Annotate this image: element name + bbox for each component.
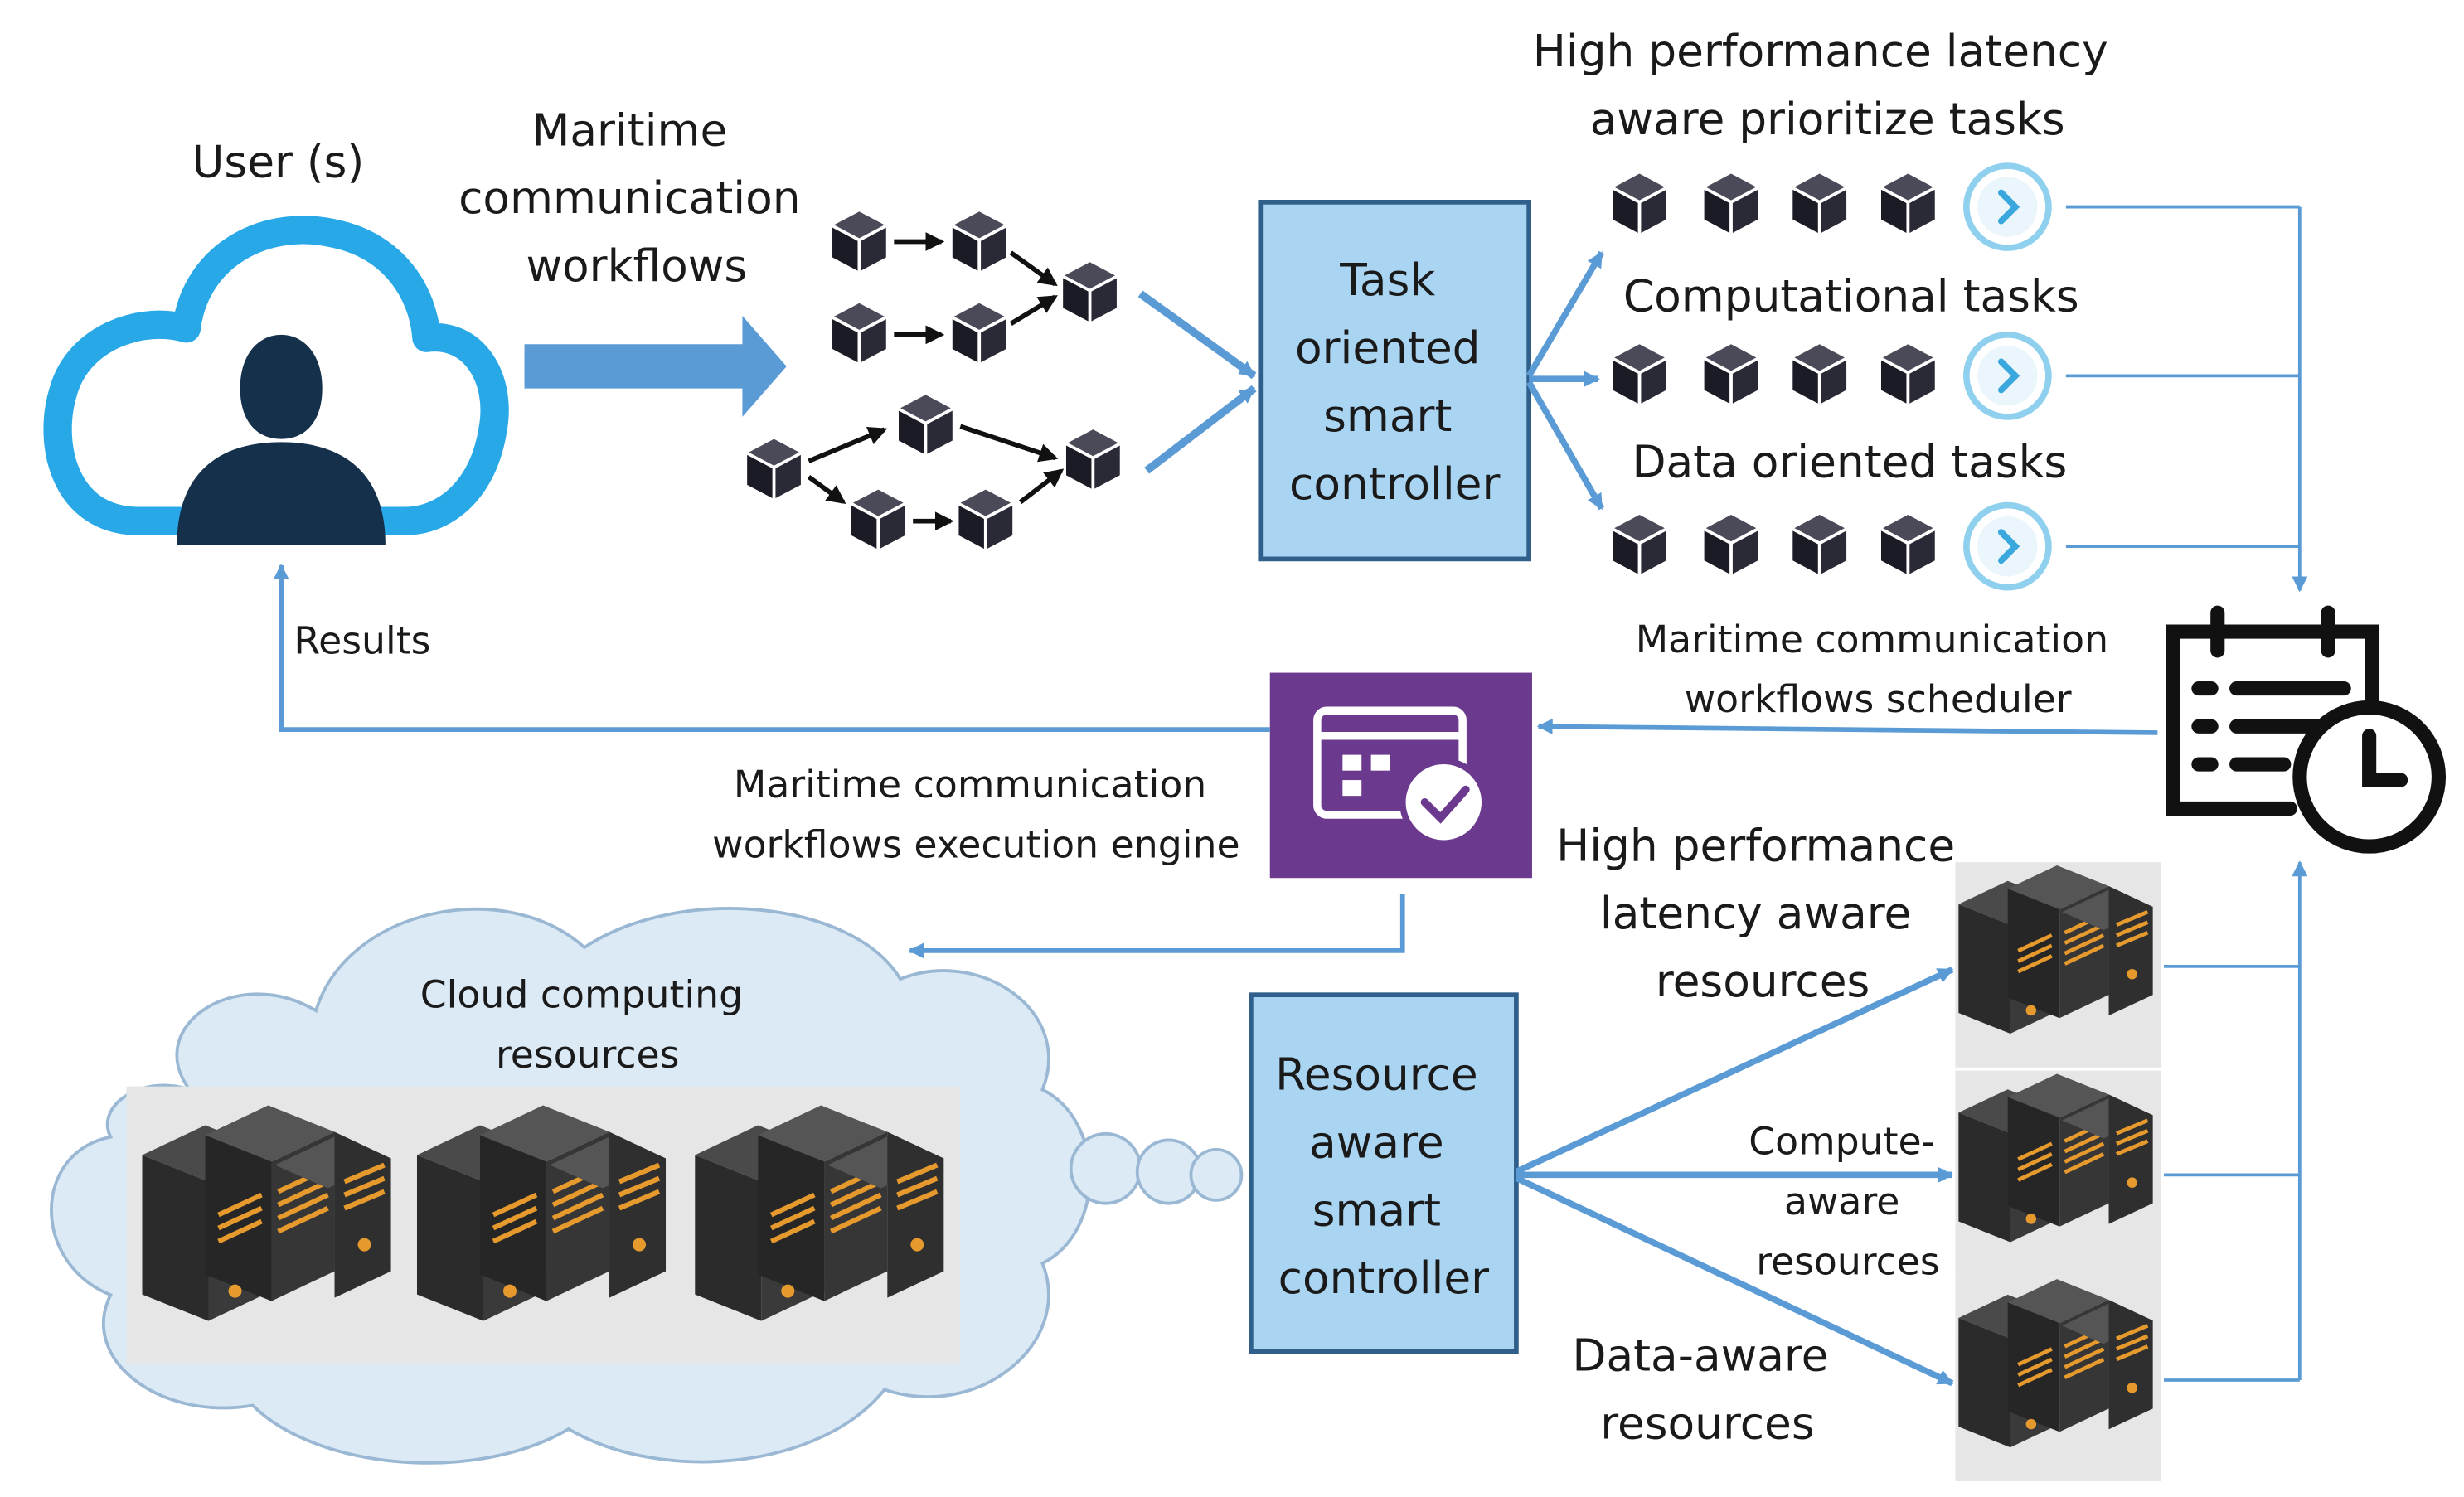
resource-controller-to-group-arrow xyxy=(1515,1175,1954,1387)
execution-engine-label: Maritime communication workflows executi… xyxy=(712,763,1239,866)
dag-to-task-controller-arrow xyxy=(1144,385,1257,474)
task-queue-data xyxy=(1611,506,2049,588)
resources-to-scheduler-connector xyxy=(2163,860,2308,1382)
scheduler-calendar-clock-icon xyxy=(2166,605,2447,854)
workflows-label: Maritime communication workflows xyxy=(458,104,814,292)
resource-controller-to-group-arrow xyxy=(1515,967,1954,1175)
task-queue-computational xyxy=(1611,335,2049,417)
task-queue-latency xyxy=(1611,166,2049,248)
task-queue-label-latency: High performance latency aware prioritiz… xyxy=(1533,25,2122,145)
user-cloud-icon xyxy=(43,216,509,535)
task-controller-box xyxy=(1258,199,1532,562)
user-label: User (s) xyxy=(192,135,364,187)
person-icon xyxy=(177,334,386,545)
engine-to-user-results-arrow xyxy=(273,564,1270,732)
user-to-workflows-arrow xyxy=(524,316,787,417)
task-queue-label-computational: Computational tasks xyxy=(1623,269,2079,322)
resource-group-label-latency: High performance latency aware resources xyxy=(1556,819,1969,1007)
resource-group-label-compute: Compute- aware resources xyxy=(1749,1120,1947,1284)
play-icon xyxy=(1967,166,2049,248)
scheduler-to-engine-arrow xyxy=(1536,718,2158,735)
play-icon xyxy=(1967,506,2049,588)
task-controller-to-queue-arrow xyxy=(1525,250,1605,378)
resource-controller-box xyxy=(1249,992,1519,1354)
execution-engine-icon xyxy=(1269,672,1532,879)
resource-controller-label: Resource aware smart controller xyxy=(1275,1048,1492,1304)
play-icon xyxy=(1967,335,2049,417)
resource-group-label-data: Data-aware resources xyxy=(1572,1330,1842,1450)
dag-to-task-controller-arrow xyxy=(1137,290,1257,380)
task-controller-label: Task oriented smart controller xyxy=(1289,254,1500,510)
results-label: Results xyxy=(293,619,430,663)
workflow-dag xyxy=(745,210,1122,551)
scheduler-label: Maritime communication workflows schedul… xyxy=(1636,618,2121,721)
cloud-label: Cloud computing resources xyxy=(420,972,755,1076)
engine-to-cloud-arrow xyxy=(908,894,1405,959)
task-controller-to-queue-arrow xyxy=(1525,380,1605,511)
queues-to-scheduler-connector xyxy=(2065,205,2308,593)
task-queue-label-data: Data oriented tasks xyxy=(1632,435,2067,487)
